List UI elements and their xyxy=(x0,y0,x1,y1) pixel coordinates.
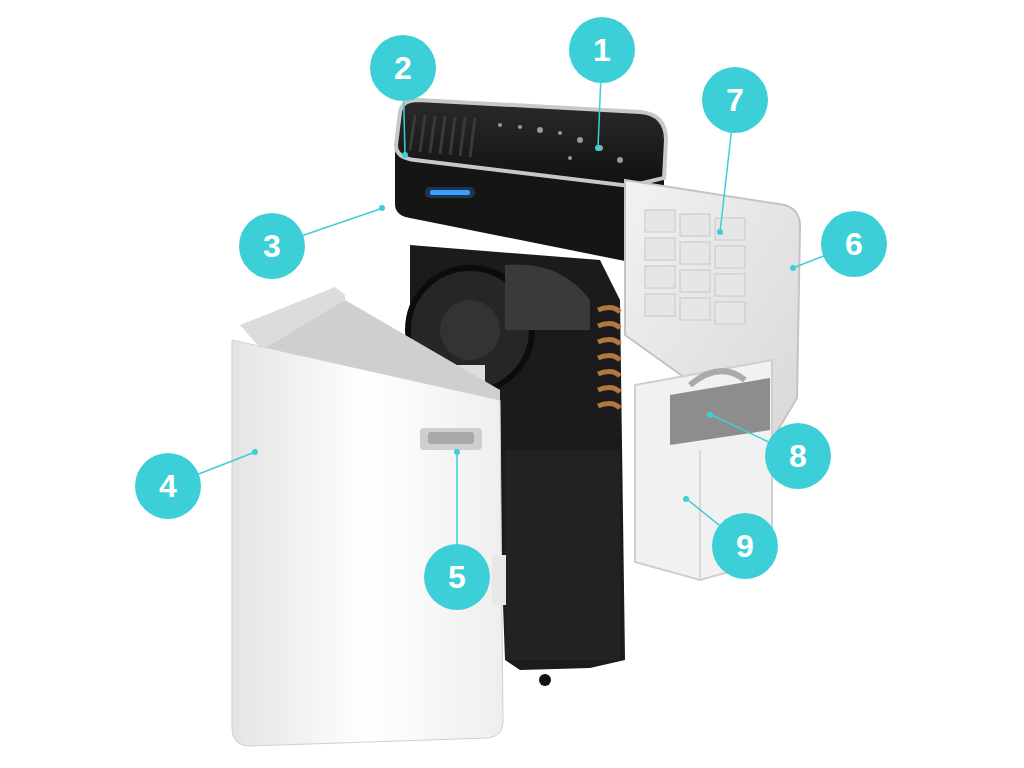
callout-number: 4 xyxy=(159,470,177,502)
callout-circle: 9 xyxy=(712,513,778,579)
water-tank xyxy=(635,360,772,580)
callout-number: 2 xyxy=(394,52,412,84)
callout-number: 8 xyxy=(789,440,807,472)
callout-circle: 4 xyxy=(135,453,201,519)
callout-number: 7 xyxy=(726,84,744,116)
callout-circle: 3 xyxy=(239,213,305,279)
leader-dots xyxy=(252,145,796,502)
callout-circle: 6 xyxy=(821,211,887,277)
leader-lines xyxy=(168,50,854,577)
callout-circle: 2 xyxy=(370,35,436,101)
front-shell xyxy=(232,287,506,746)
callout-number: 5 xyxy=(448,561,466,593)
callout-number: 1 xyxy=(593,34,611,66)
callout-circle: 8 xyxy=(765,423,831,489)
callout-circle: 5 xyxy=(424,544,490,610)
callout-number: 9 xyxy=(736,530,754,562)
callout-number: 6 xyxy=(845,228,863,260)
callout-number: 3 xyxy=(263,230,281,262)
callout-circle: 1 xyxy=(569,17,635,83)
callout-circle: 7 xyxy=(702,67,768,133)
